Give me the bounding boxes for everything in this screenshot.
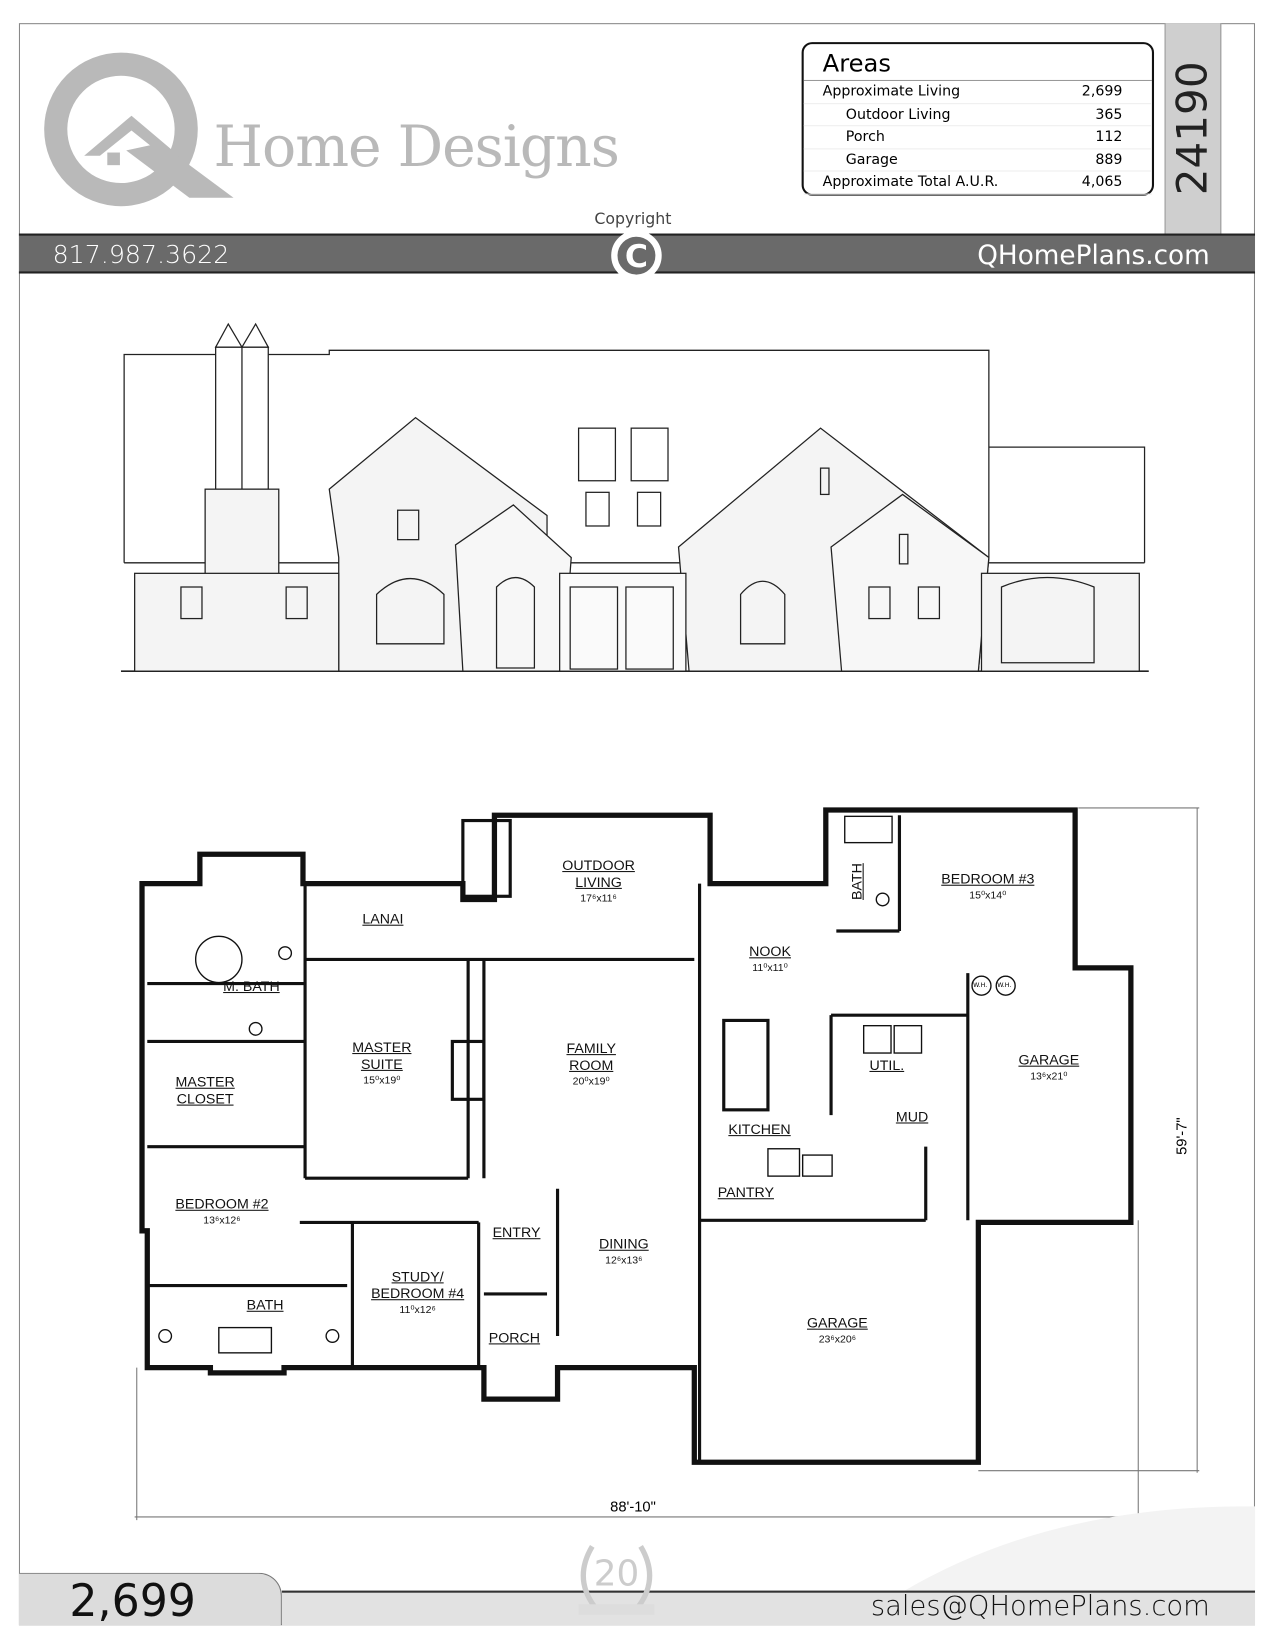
copyright-label: Copyright [594,209,672,229]
room-name: DINING [598,1236,649,1252]
room-label: ENTRY [493,1225,541,1242]
room-name: OUTDOOR LIVING [562,857,635,890]
room-name: ENTRY [492,1224,541,1241]
area-value: 2,699 [1081,83,1123,100]
water-heater-label: W.H. [973,981,988,989]
room-name: NOOK [749,943,791,960]
room-name: GARAGE [1018,1051,1080,1068]
room-label: LANAI [346,911,420,928]
room-name: MASTER SUITE [352,1039,412,1072]
floor-plan-drawing [134,807,1200,1521]
area-row: Approximate Total A.U.R. 4,065 [803,171,1152,195]
room-name: BATH [246,1297,284,1313]
water-heater-label: W.H. [997,981,1012,989]
room-name: PORCH [488,1329,541,1346]
room-dimensions: 15⁰x19⁰ [363,1075,401,1087]
areas-title: Areas [803,44,1152,82]
room-name: KITCHEN [728,1121,791,1138]
room-label: BEDROOM #3 15⁰x14⁰ [941,871,1034,905]
room-dimensions: 17⁶x11⁶ [580,893,617,905]
room-label: NOOK 11⁰x11⁰ [749,944,791,978]
room-name: BEDROOM #2 [175,1196,269,1212]
room-dimensions: 13⁶x21⁰ [1030,1070,1068,1083]
room-label: OUTDOOR LIVING 17⁶x11⁶ [556,857,640,907]
room-label: FAMILY ROOM 20⁰x19⁰ [554,1040,628,1090]
room-label: PORCH [489,1330,540,1347]
room-dimensions: 13⁶x12⁶ [203,1215,241,1227]
area-value: 112 [1095,128,1123,146]
area-row: Garage 889 [803,149,1152,172]
room-label: GARAGE 13⁶x21⁰ [1018,1052,1079,1086]
website-link[interactable]: QHomePlans.com [977,239,1210,271]
room-label: DINING 12⁶x13⁶ [599,1236,649,1270]
area-label: Approximate Total A.U.R. [822,173,999,191]
footer-bar [281,1590,1256,1626]
logo-q-icon [44,52,234,207]
square-footage-tab [18,1572,282,1626]
room-label: MUD [896,1109,928,1126]
room-label: STUDY/ BEDROOM #4 11⁰x12⁶ [365,1269,470,1319]
overall-width-dimension: 88'-10" [610,1498,656,1515]
area-value: 4,065 [1081,173,1123,191]
room-label: KITCHEN [728,1121,790,1138]
room-label: M. BATH [223,978,280,995]
area-label: Porch [845,128,885,146]
room-label: MASTER CLOSET [168,1074,242,1108]
room-dimensions: 20⁰x19⁰ [572,1076,610,1088]
room-name: M. BATH [223,978,280,995]
room-name: MASTER CLOSET [175,1074,235,1107]
anniversary-badge-icon: 20 [578,1545,655,1615]
room-name: UTIL. [869,1057,905,1074]
area-value: 365 [1095,105,1123,123]
area-value: 889 [1095,150,1123,168]
room-dimensions: 11⁰x11⁰ [752,962,788,975]
room-label: UTIL. [869,1057,904,1074]
square-footage: 2,699 [69,1574,196,1627]
area-row: Porch 112 [803,126,1152,149]
room-dimensions: 23⁶x20⁶ [818,1333,857,1346]
room-name: STUDY/ BEDROOM #4 [371,1268,465,1302]
phone-number[interactable]: 817.987.3622 [52,239,230,270]
room-label: PANTRY [718,1185,774,1202]
front-elevation-drawing [120,322,1149,672]
area-label: Garage [845,150,898,168]
room-name: BEDROOM #3 [941,871,1035,887]
area-row: Outdoor Living 365 [803,104,1152,127]
room-name: LANAI [362,911,404,927]
room-name: MUD [895,1108,929,1125]
room-label: GARAGE 23⁶x20⁶ [807,1315,868,1349]
room-name: FAMILY ROOM [566,1040,616,1074]
plan-number-tab: 24190 [1164,23,1222,234]
area-label: Approximate Living [822,83,961,100]
room-dimensions: 12⁶x13⁶ [605,1255,643,1267]
brand-name: Home Designs [213,113,620,180]
anniversary-number: 20 [594,1553,640,1594]
area-label: Outdoor Living [845,105,951,123]
room-label: BATH [247,1297,284,1314]
room-name: GARAGE [806,1314,868,1331]
room-dimensions: 11⁰x12⁶ [399,1304,436,1317]
email-link[interactable]: sales@QHomePlans.com [870,1590,1210,1623]
copyright-icon: C [611,231,662,280]
copyright-symbol: C [625,239,648,275]
room-label: BEDROOM #2 13⁶x12⁶ [175,1196,268,1230]
room-name: PANTRY [717,1184,775,1201]
room-label: MASTER SUITE 15⁰x19⁰ [345,1039,419,1089]
area-row: Approximate Living 2,699 [803,81,1152,104]
room-dimensions: 15⁰x14⁰ [969,889,1007,902]
